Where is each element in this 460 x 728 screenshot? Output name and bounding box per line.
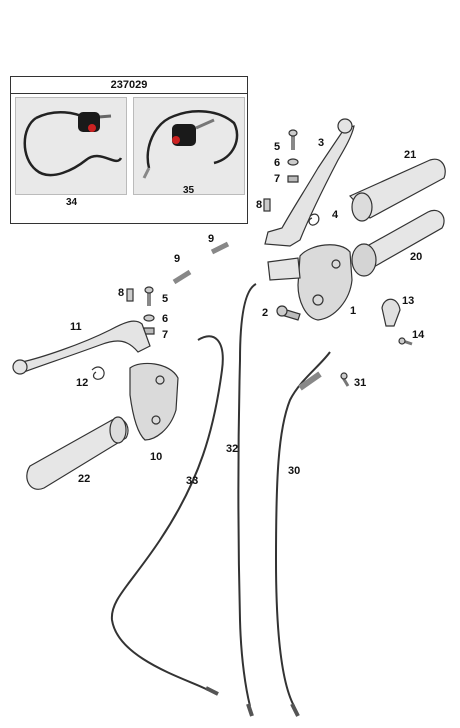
callout-1: 1 bbox=[350, 305, 356, 317]
callout-5-right: 5 bbox=[274, 141, 280, 153]
callout-8-left: 8 bbox=[118, 287, 124, 299]
callout-10: 10 bbox=[150, 451, 162, 463]
switch-photo-right bbox=[133, 97, 245, 195]
kit-code: 237029 bbox=[11, 77, 247, 94]
callout-6-right: 6 bbox=[274, 157, 280, 169]
callout-2: 2 bbox=[262, 307, 268, 319]
callout-21: 21 bbox=[404, 149, 416, 161]
callout-11: 11 bbox=[70, 321, 82, 333]
callout-32: 32 bbox=[226, 443, 238, 455]
photo-left-label: 34 bbox=[66, 197, 78, 208]
callout-20: 20 bbox=[410, 251, 422, 263]
callout-3: 3 bbox=[318, 137, 324, 149]
photo-right-label: 35 bbox=[183, 185, 195, 196]
callout-33: 33 bbox=[186, 475, 198, 487]
callout-9-right: 9 bbox=[208, 233, 214, 245]
callout-8-right: 8 bbox=[256, 199, 262, 211]
callout-6-left: 6 bbox=[162, 313, 168, 325]
callout-4: 4 bbox=[332, 209, 339, 221]
callout-5-left: 5 bbox=[162, 293, 168, 305]
callout-9-left: 9 bbox=[174, 253, 180, 265]
callout-31: 31 bbox=[354, 377, 366, 389]
switch-photo-left bbox=[15, 97, 127, 195]
callout-7-right: 7 bbox=[274, 173, 280, 185]
switch-kit-box: 237029 34 35 bbox=[10, 76, 248, 224]
callout-7-left: 7 bbox=[162, 329, 168, 341]
callout-12: 12 bbox=[76, 377, 88, 389]
callout-22: 22 bbox=[78, 473, 90, 485]
callout-13: 13 bbox=[402, 295, 414, 307]
callout-14: 14 bbox=[412, 329, 425, 341]
callout-30: 30 bbox=[288, 465, 300, 477]
